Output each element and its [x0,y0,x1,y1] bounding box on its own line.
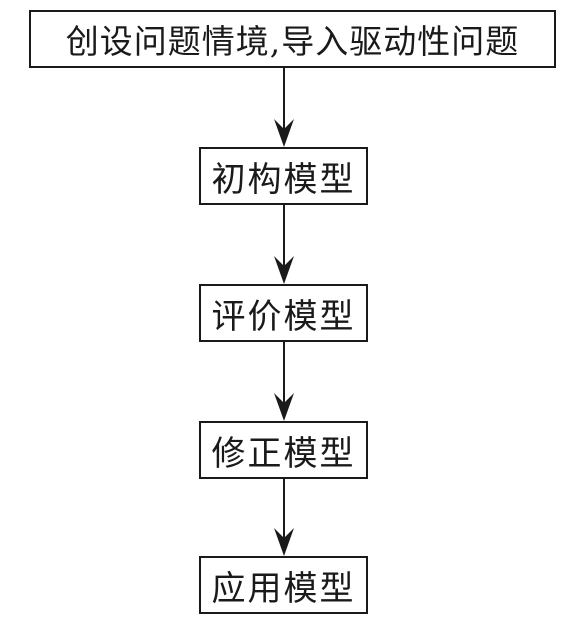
step-box-apply-model: 应用模型 [199,556,368,614]
step-label: 创设问题情境,导入驱动性问题 [65,22,520,61]
arrowhead-icon [274,119,294,147]
step-box-revise-model: 修正模型 [199,421,368,479]
arrowhead-icon [274,528,294,556]
step-box-create-problem-context: 创设问题情境,导入驱动性问题 [29,10,556,68]
step-label: 修正模型 [211,433,356,474]
step-label: 评价模型 [211,296,356,337]
step-label: 应用模型 [211,568,356,609]
arrowhead-icon [274,256,294,284]
step-box-evaluate-model: 评价模型 [199,284,368,342]
step-box-initial-model: 初构模型 [199,147,368,205]
step-label: 初构模型 [211,159,356,200]
arrowhead-icon [274,393,294,421]
